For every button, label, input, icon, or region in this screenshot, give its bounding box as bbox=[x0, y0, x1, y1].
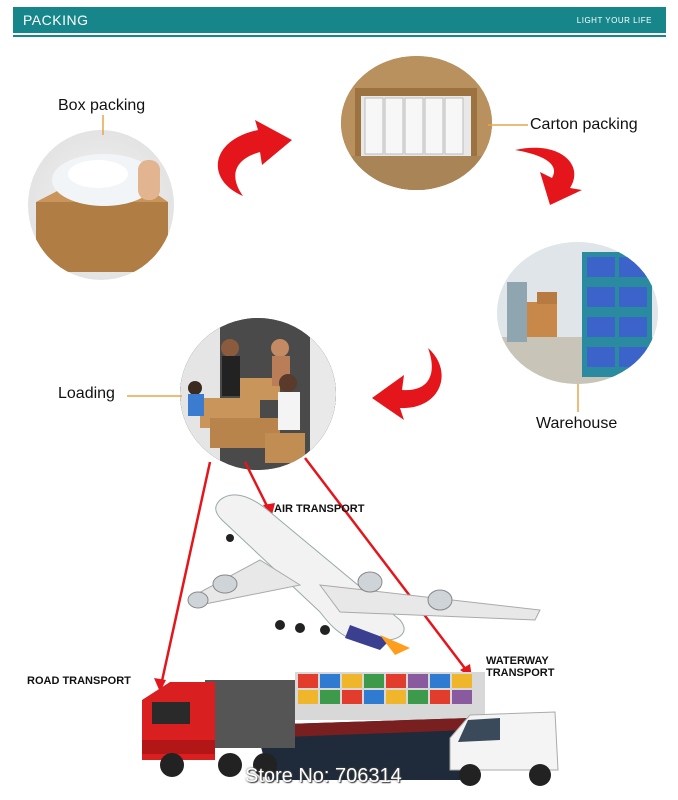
header-tagline: LIGHT YOUR LIFE bbox=[576, 16, 652, 25]
carton-packing-label: Carton packing bbox=[530, 116, 638, 133]
road-route-line bbox=[158, 461, 212, 691]
loading-illustration bbox=[180, 318, 336, 470]
air-transport-label: AIR TRANSPORT bbox=[274, 503, 365, 515]
curved-arrow-icon bbox=[372, 348, 442, 420]
header-bar: PACKING LIGHT YOUR LIFE bbox=[13, 7, 666, 33]
curved-arrow-icon bbox=[515, 147, 582, 205]
header-underline bbox=[13, 35, 666, 37]
truck-illustration bbox=[142, 680, 295, 777]
store-number-watermark: Store No: 706314 bbox=[245, 765, 402, 787]
waterway-transport-label-line2: TRANSPORT bbox=[486, 667, 555, 679]
warehouse-photo bbox=[497, 242, 658, 384]
carton-packing-photo bbox=[341, 56, 492, 190]
warehouse-label: Warehouse bbox=[536, 415, 618, 432]
warehouse-illustration bbox=[497, 242, 658, 384]
airplane-illustration bbox=[187, 494, 541, 655]
carton-packing-illustration bbox=[341, 56, 492, 190]
van-illustration bbox=[449, 711, 559, 786]
waterway-route-line bbox=[304, 457, 471, 676]
container-ship-illustration bbox=[255, 672, 485, 780]
box-packing-illustration bbox=[36, 154, 168, 272]
box-packing-label: Box packing bbox=[58, 97, 146, 114]
header-title: PACKING bbox=[23, 12, 89, 28]
curved-arrow-icon bbox=[217, 120, 292, 196]
waterway-transport-label-line1: WATERWAY bbox=[486, 655, 549, 667]
loading-label: Loading bbox=[58, 385, 115, 402]
air-route-line bbox=[243, 461, 272, 513]
loading-photo bbox=[180, 318, 336, 470]
road-transport-label: ROAD TRANSPORT bbox=[27, 675, 131, 687]
box-packing-photo bbox=[28, 130, 174, 280]
